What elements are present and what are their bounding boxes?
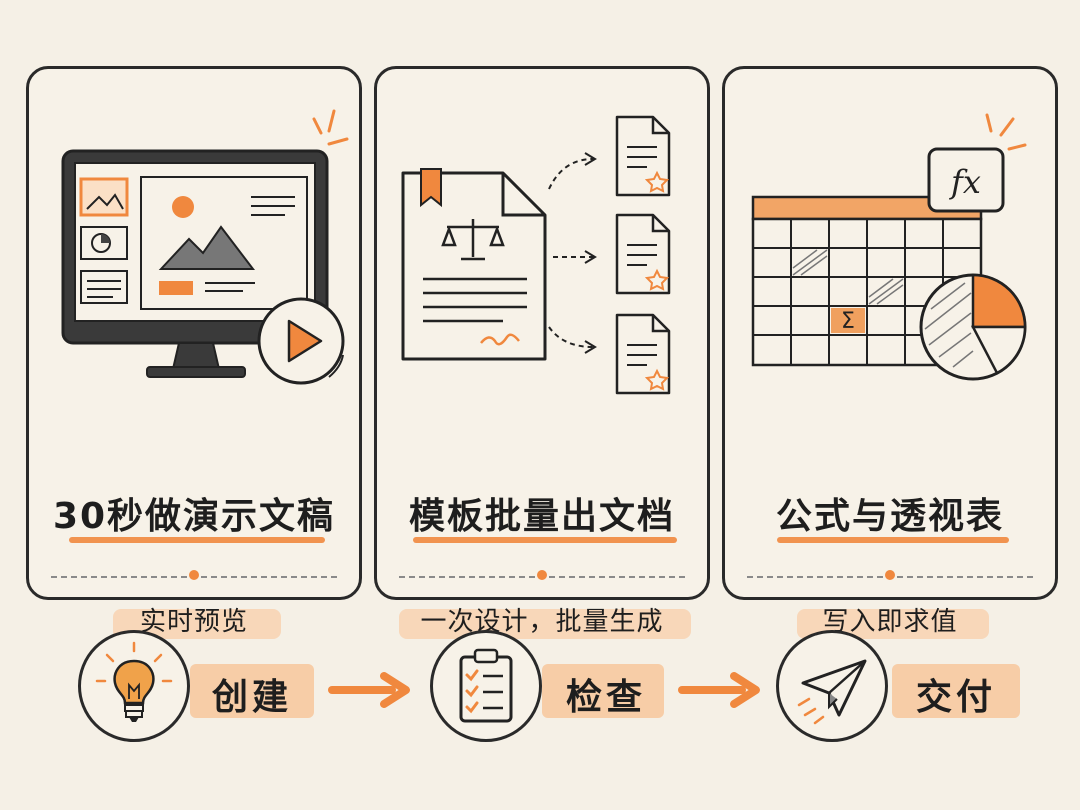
divider-dot bbox=[189, 570, 199, 580]
title-underline bbox=[777, 537, 1009, 543]
card-presentation: 30秒做演示文稿 实时预览 bbox=[26, 66, 362, 639]
spreadsheet-formula-icon: Σ fx bbox=[751, 113, 1027, 381]
presentation-monitor-icon bbox=[61, 109, 349, 385]
lightbulb-icon bbox=[95, 641, 173, 722]
checklist-clipboard-icon bbox=[459, 648, 513, 723]
formula-badge: fx bbox=[949, 163, 981, 201]
document-template-icon bbox=[401, 115, 671, 395]
flow-step-deliver bbox=[776, 630, 888, 742]
flow-label-highlight bbox=[190, 664, 314, 718]
card-subtitle: 实时预览 bbox=[139, 607, 248, 637]
flow-label-create: 创建 bbox=[212, 677, 293, 718]
sigma-symbol: Σ bbox=[841, 309, 855, 334]
title-underline bbox=[69, 537, 325, 543]
card-subtitle: 一次设计，批量生成 bbox=[420, 607, 664, 637]
flow-label-highlight bbox=[542, 664, 664, 718]
card-title: 模板批量出文档 bbox=[408, 496, 675, 537]
card-spreadsheet: Σ fx 公式与透视表 写入即求值 bbox=[722, 66, 1058, 639]
paper-plane-icon bbox=[797, 659, 867, 725]
card-title: 30秒做演示文稿 bbox=[52, 496, 336, 537]
flow-label-highlight bbox=[892, 664, 1020, 718]
flow-arrow bbox=[678, 672, 760, 708]
flow-step-create bbox=[78, 630, 190, 742]
card-subtitle: 写入即求值 bbox=[822, 607, 958, 637]
flow-label-check: 检查 bbox=[566, 677, 647, 718]
title-underline bbox=[413, 537, 677, 543]
divider-dot bbox=[885, 570, 895, 580]
divider-dot bbox=[537, 570, 547, 580]
subtitle-highlight bbox=[399, 609, 691, 639]
flow-step-check bbox=[430, 630, 542, 742]
flow-label-deliver: 交付 bbox=[916, 677, 997, 718]
flow-arrow bbox=[328, 672, 410, 708]
card-document-template: 模板批量出文档 一次设计，批量生成 bbox=[374, 66, 710, 639]
card-title: 公式与透视表 bbox=[775, 496, 1004, 537]
